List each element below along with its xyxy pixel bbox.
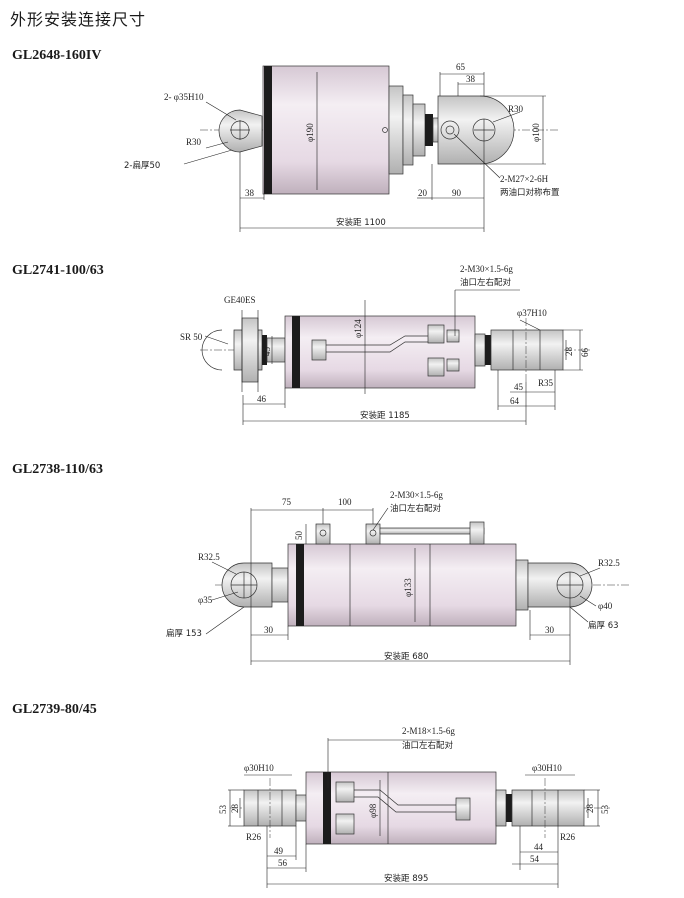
drawing-gl2738: 75 100 2-M30×1.5-6g 油口左右配对 50 R32.5 R32.… — [166, 490, 630, 665]
label-d2-hole: φ37H10 — [517, 308, 547, 318]
label-d3-thick-left: 扁厚 153 — [166, 628, 202, 639]
label-d1-r-right: R30 — [508, 104, 524, 114]
label-d4-hole-right: φ30H10 — [532, 763, 562, 773]
label-d2-45: 45 — [262, 347, 272, 357]
label-d1-port: 2-M27×2-6H — [500, 174, 549, 184]
label-d4-port-note: 油口左右配对 — [402, 740, 454, 751]
label-d1-thickness: 2-扁厚50 — [124, 160, 160, 171]
label-d2-bearing: GE40ES — [224, 295, 256, 305]
label-d4-bore: φ98 — [368, 803, 378, 818]
label-d2-64: 64 — [510, 396, 520, 406]
label-d3-bore: φ133 — [403, 578, 413, 597]
label-d2-bore: φ124 — [353, 319, 363, 338]
label-d3-50: 50 — [294, 531, 304, 541]
label-d1-38-top: 38 — [466, 74, 476, 84]
model-label-4: GL2739-80/45 — [12, 702, 97, 717]
label-d2-sr: SR 50 — [180, 332, 203, 342]
label-d3-port-note: 油口左右配对 — [390, 503, 442, 514]
label-d2-install: 安装距 1185 — [360, 410, 410, 421]
label-d4-56: 56 — [278, 858, 288, 868]
label-d1-bore: φ190 — [305, 123, 315, 142]
model-label-2: GL2741-100/63 — [12, 263, 104, 278]
label-d2-46: 46 — [257, 394, 267, 404]
label-d4-hole-left: φ30H10 — [244, 763, 274, 773]
label-d1-65: 65 — [456, 62, 466, 72]
label-d3-75: 75 — [282, 497, 292, 507]
label-d4-54: 54 — [530, 854, 540, 864]
label-d4-28-left: 28 — [230, 804, 240, 814]
label-d3-hole-left: φ35 — [198, 595, 213, 605]
label-d3-install: 安装距 680 — [384, 651, 428, 662]
label-d1-hole: 2- φ35H10 — [164, 92, 204, 102]
label-d1-d100: φ100 — [531, 123, 541, 142]
label-d4-44: 44 — [534, 842, 544, 852]
label-d1-38: 38 — [245, 188, 255, 198]
label-d1-port-note: 两油口对称布置 — [500, 187, 560, 198]
label-d3-port: 2-M30×1.5-6g — [390, 490, 443, 500]
label-d3-r-left: R32.5 — [198, 552, 220, 562]
label-d2-port: 2-M30×1.5-6g — [460, 264, 513, 274]
cylinder-body — [287, 543, 517, 627]
label-d3-100: 100 — [338, 497, 352, 507]
model-label-1: GL2648-160IV — [12, 48, 102, 63]
label-d1-20: 20 — [418, 188, 428, 198]
label-d3-hole-right: φ40 — [598, 601, 613, 611]
label-d4-install: 安装距 895 — [384, 873, 428, 884]
model-label-3: GL2738-110/63 — [12, 462, 104, 477]
label-d4-r26-right: R26 — [560, 832, 576, 842]
label-d3-thick-right: 扁厚 63 — [588, 620, 619, 631]
page-title: 外形安装连接尺寸 — [10, 10, 147, 29]
label-d4-53-right: 53 — [600, 805, 610, 815]
drawing-gl2648: 2- φ35H10 R30 2-扁厚50 φ190 65 38 R30 φ100… — [124, 62, 560, 232]
label-d2-66: 66 — [580, 348, 590, 358]
label-d1-r-left: R30 — [186, 137, 202, 147]
label-d4-49: 49 — [274, 846, 284, 856]
label-d4-28-right: 28 — [585, 804, 595, 814]
label-d3-30-right: 30 — [545, 625, 555, 635]
label-d2-port-note: 油口左右配对 — [460, 277, 512, 288]
label-d2-r35: R35 — [538, 378, 554, 388]
label-d1-90: 90 — [452, 188, 462, 198]
label-d1-install: 安装距 1100 — [336, 217, 386, 228]
label-d4-r26-left: R26 — [246, 832, 262, 842]
label-d3-30-left: 30 — [264, 625, 274, 635]
label-d2-45b: 45 — [514, 382, 524, 392]
cylinder-body — [262, 65, 390, 195]
rod-eye-left — [218, 109, 263, 153]
drawing-gl2739: 2-M18×1.5-6g 油口左右配对 φ30H10 φ30H10 53 28 … — [218, 726, 610, 888]
clevis-right — [511, 789, 585, 827]
label-d4-53-left: 53 — [218, 805, 228, 815]
label-d3-r-right: R32.5 — [598, 558, 620, 568]
drawing-gl2741: 2-M30×1.5-6g 油口左右配对 GE40ES SR 50 45 φ124… — [180, 264, 590, 425]
label-d4-port: 2-M18×1.5-6g — [402, 726, 455, 736]
label-d2-28: 28 — [564, 347, 574, 357]
